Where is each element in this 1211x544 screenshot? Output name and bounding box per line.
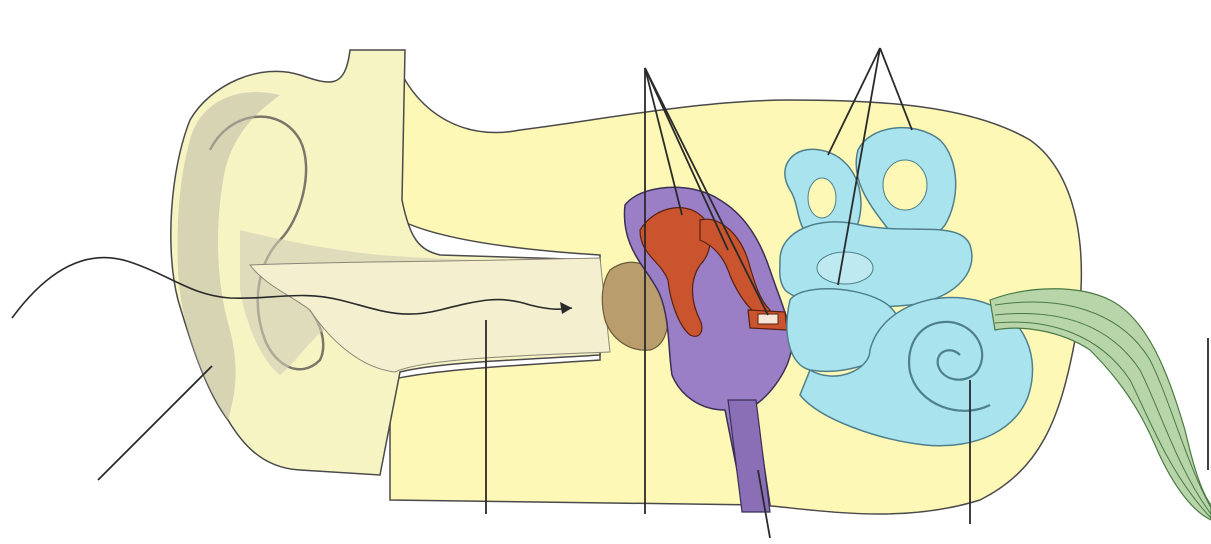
canal-hole-lateral <box>817 252 873 284</box>
oval-window <box>758 314 778 324</box>
canal-hole-posterior <box>808 178 836 218</box>
canal-hole-superior <box>883 160 927 210</box>
leader-pinna <box>98 366 212 480</box>
